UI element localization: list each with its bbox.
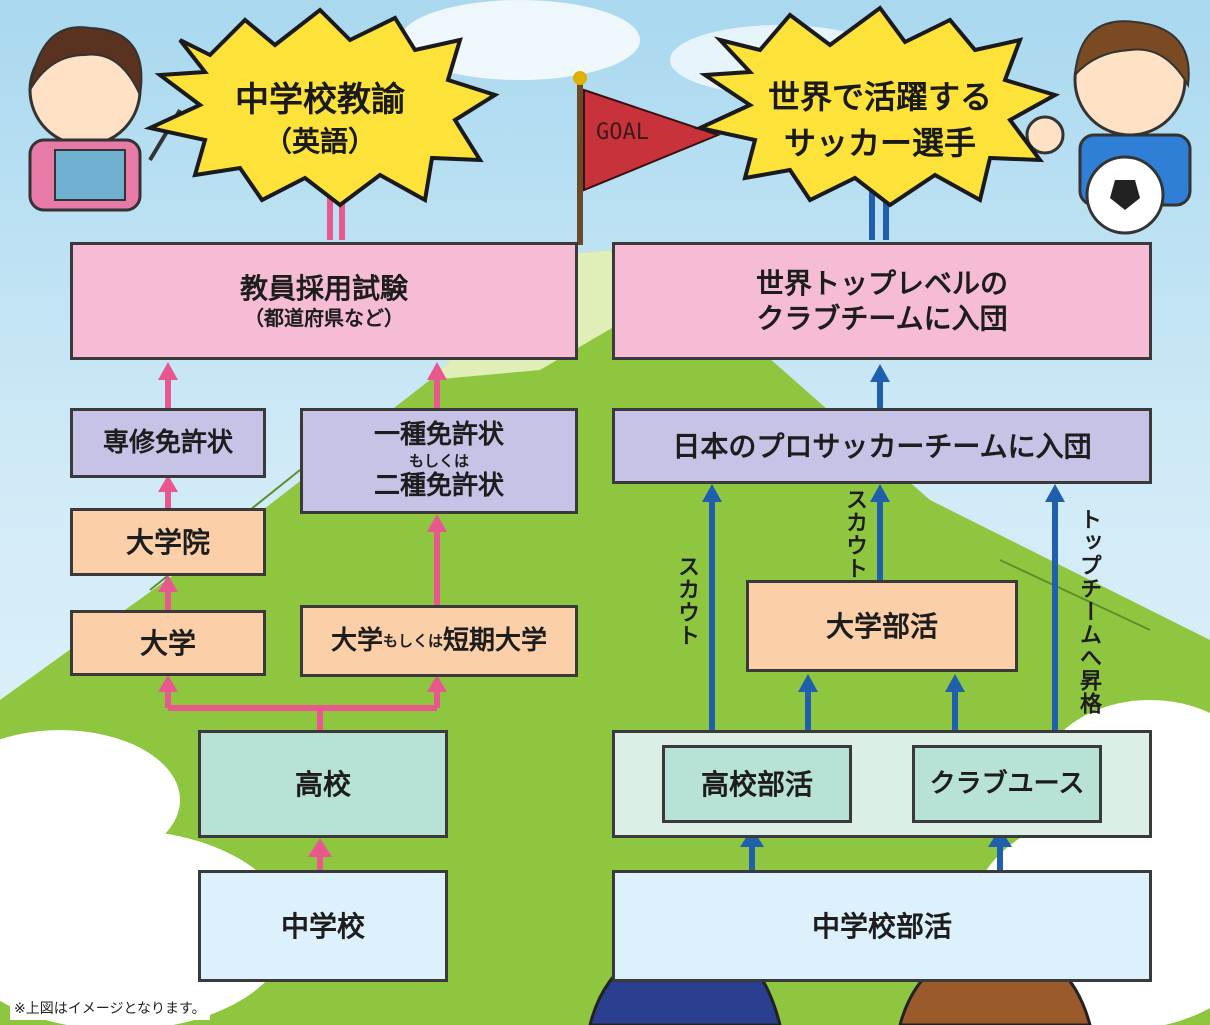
teacher-goal-title: 中学校教諭 — [235, 80, 405, 120]
university-label-2: 大学 — [330, 625, 383, 656]
university-or-junior-college-box: 大学 もしくは 短期大学 — [300, 605, 578, 677]
high-school-club-label: 高校部活 — [700, 767, 813, 801]
teacher-character — [28, 26, 182, 212]
top-club-box: 世界トップレベルの クラブチームに入団 — [612, 242, 1152, 360]
soccer-goal-line2: サッカー選手 — [783, 124, 976, 162]
license-1-label: 一種免許状 — [373, 420, 504, 451]
teacher-exam-box: 教員採用試験 （都道府県など） — [70, 242, 578, 360]
teacher-exam-subtitle: （都道府県など） — [244, 306, 404, 330]
promotion-label: トップチームへ昇格 — [1076, 508, 1101, 715]
graduate-school-box: 大学院 — [70, 508, 266, 576]
junior-high-club-label: 中学校部活 — [811, 909, 952, 943]
license-senshu-label: 専修免許状 — [102, 427, 233, 458]
goal-flag-text: GOAL — [596, 120, 649, 145]
high-school-label: 高校 — [294, 767, 351, 801]
pro-team-label: 日本のプロサッカーチームに入団 — [672, 429, 1092, 463]
high-school-box: 高校 — [198, 730, 448, 838]
university-box: 大学 — [70, 610, 266, 676]
graduate-school-label: 大学院 — [125, 525, 210, 559]
high-school-club-box: 高校部活 — [662, 745, 852, 823]
junior-college-label: 短期大学 — [443, 625, 548, 656]
license-or-label: もしくは — [408, 451, 469, 470]
or-label: もしくは — [382, 631, 443, 650]
junior-high-box: 中学校 — [198, 870, 448, 982]
top-club-line1: 世界トップレベルの — [755, 267, 1008, 300]
soccer-goal-bubble — [693, 5, 1061, 208]
teacher-arrows — [158, 190, 447, 870]
license-2-label: 二種免許状 — [373, 471, 504, 502]
scout-label-middle: スカウト — [842, 488, 867, 580]
junior-high-club-box: 中学校部活 — [612, 870, 1152, 982]
scout-label-left: スカウト — [674, 555, 699, 647]
university-club-box: 大学部活 — [746, 580, 1018, 672]
teacher-goal-bubble — [143, 7, 500, 208]
soccer-goal-line1: 世界で活躍する — [767, 78, 992, 116]
footnote: ※上図はイメージとなります。 — [10, 996, 210, 1020]
pro-team-box: 日本のプロサッカーチームに入団 — [612, 408, 1152, 484]
license-1-2-box: 一種免許状 もしくは 二種免許状 — [300, 408, 578, 514]
club-youth-box: クラブユース — [912, 745, 1102, 823]
university-club-label: 大学部活 — [825, 609, 938, 643]
top-club-line2: クラブチームに入団 — [756, 302, 1008, 335]
license-senshu-box: 専修免許状 — [70, 408, 266, 478]
university-label: 大学 — [139, 626, 196, 660]
teacher-exam-title: 教員採用試験 — [239, 272, 408, 305]
club-youth-label: クラブユース — [929, 768, 1085, 799]
soccer-player-character — [1025, 20, 1192, 235]
teacher-goal-subtitle: （英語） — [263, 125, 376, 158]
junior-high-label: 中学校 — [280, 909, 365, 943]
